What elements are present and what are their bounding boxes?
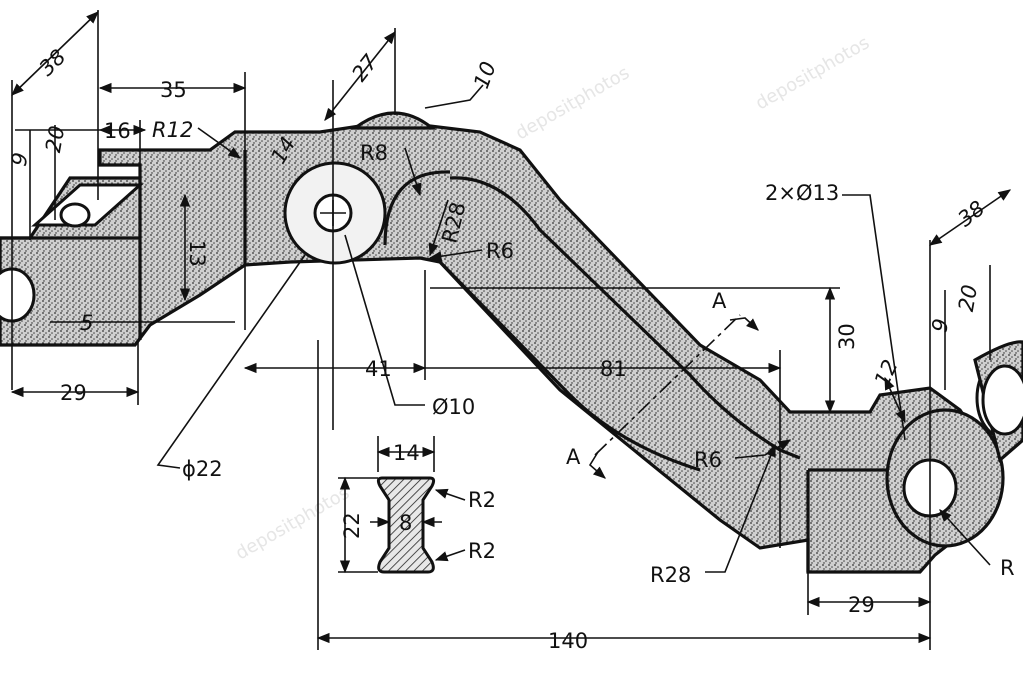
top-boss <box>350 111 437 130</box>
dim-41: 41 <box>365 357 392 381</box>
dim-10-top: 10 <box>469 58 501 91</box>
section-dim-14: 14 <box>393 441 420 465</box>
dim-2x13: 2×Ø13 <box>765 181 839 205</box>
r8-fillet <box>383 170 451 246</box>
dim-29-left: 29 <box>60 381 87 405</box>
section-dim-8: 8 <box>399 511 412 535</box>
dim-r6-bottom: R6 <box>694 448 722 472</box>
dim-r6-top: R6 <box>486 239 514 263</box>
section-dim-r2-top: R2 <box>468 488 496 512</box>
dim-20-left: 20 <box>41 124 69 154</box>
arm-lower-edge <box>438 260 701 472</box>
i-beam-section <box>376 476 436 574</box>
section-label-a-top: A <box>712 289 727 313</box>
dim-13: 13 <box>185 240 209 267</box>
dim-35: 35 <box>160 78 187 102</box>
dim-9-left: 9 <box>7 151 33 168</box>
arm-rib <box>449 176 801 460</box>
right-lug-hole <box>981 364 1023 436</box>
dim-dia10: Ø10 <box>432 395 475 419</box>
dim-9-right: 9 <box>927 317 953 334</box>
watermark: depositphotos <box>752 32 873 114</box>
dim-r8: R8 <box>360 141 388 165</box>
left-end-hole <box>0 267 36 323</box>
dim-81: 81 <box>600 357 627 381</box>
section-dim-22: 22 <box>340 512 364 539</box>
section-a-a <box>338 436 466 574</box>
dim-dia22: ϕ22 <box>182 457 223 481</box>
section-label-a-bottom: A <box>566 445 581 469</box>
dim-r12: R12 <box>152 118 193 142</box>
dim-29-right: 29 <box>848 593 875 617</box>
section-dim-r2-bottom: R2 <box>468 539 496 563</box>
dim-16: 16 <box>104 119 131 143</box>
dimension-lines <box>10 10 1012 650</box>
dim-38-left: 38 <box>35 45 71 81</box>
dim-140: 140 <box>548 629 588 653</box>
dim-r28-bottom: R28 <box>650 563 691 587</box>
watermark: depositphotos <box>232 482 353 564</box>
watermark: depositphotos <box>512 62 633 144</box>
dim-30: 30 <box>835 323 859 350</box>
dim-5: 5 <box>80 311 93 335</box>
part-body <box>0 111 1023 574</box>
dim-r-right: R <box>1000 556 1015 580</box>
dim-20-right: 20 <box>954 283 982 313</box>
left-slot-hole <box>59 202 91 228</box>
